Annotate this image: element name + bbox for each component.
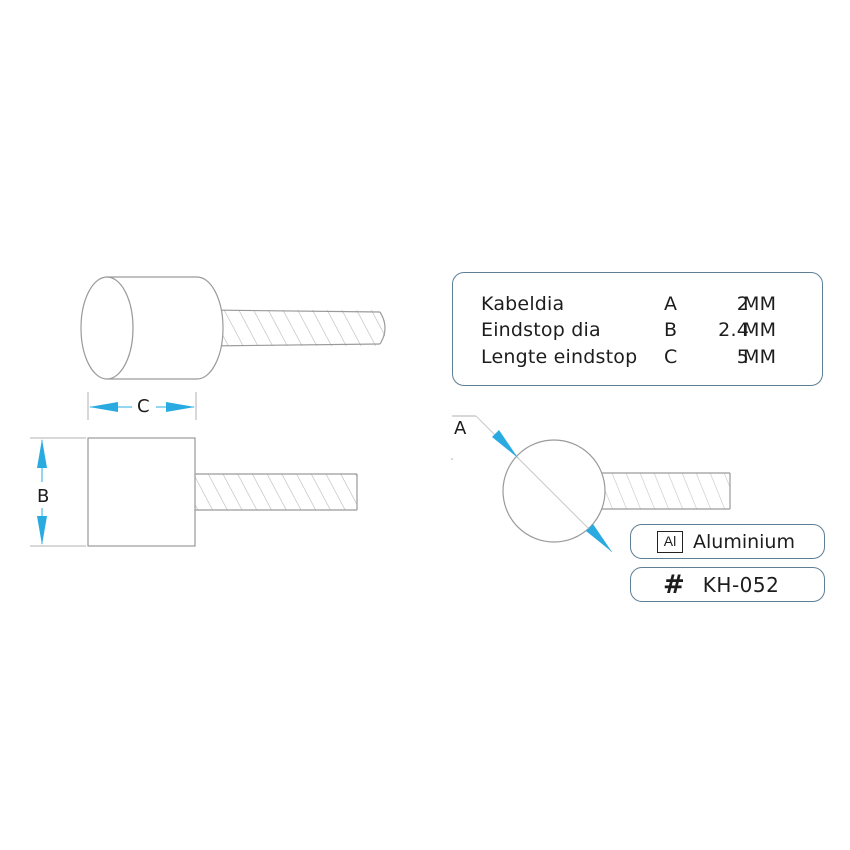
side-cable bbox=[195, 473, 358, 511]
arrow-b-top bbox=[37, 439, 47, 468]
dimension-a bbox=[451, 415, 613, 553]
spec-letter: C bbox=[664, 346, 678, 368]
spec-label: Lengte eindstop bbox=[481, 346, 638, 368]
dimension-label-a: A bbox=[454, 418, 467, 439]
spec-unit: MM bbox=[743, 293, 777, 315]
spec-row-kabeldia: Kabeldia A 2 MM bbox=[481, 293, 791, 319]
arrow-a-top bbox=[492, 430, 518, 458]
arrow-b-bottom bbox=[37, 516, 47, 545]
arrow-a-bottom bbox=[586, 524, 612, 552]
front-cable bbox=[600, 472, 731, 510]
spec-row-lengte-eindstop: Lengte eindstop C 5 MM bbox=[481, 346, 791, 372]
front-view bbox=[502, 439, 731, 543]
spec-label: Kabeldia bbox=[481, 293, 565, 315]
spec-unit: MM bbox=[743, 319, 777, 341]
side-view bbox=[87, 437, 358, 547]
side-block bbox=[87, 437, 196, 547]
dimension-c bbox=[87, 392, 197, 420]
arrow-c-right bbox=[166, 402, 195, 412]
top-cylinder bbox=[80, 276, 224, 380]
spec-letter: B bbox=[664, 319, 678, 341]
dimension-label-c: C bbox=[137, 396, 150, 417]
dimension-label-b: B bbox=[37, 486, 50, 507]
spec-unit: MM bbox=[743, 346, 777, 368]
arrow-c-left bbox=[89, 402, 118, 412]
spec-value: 2 bbox=[736, 293, 749, 315]
spec-value: 5 bbox=[736, 346, 749, 368]
spec-label: Eindstop dia bbox=[481, 319, 601, 341]
hash-icon: # bbox=[663, 569, 685, 600]
aluminium-element-icon: Al bbox=[657, 530, 683, 553]
product-code: KH-052 bbox=[702, 572, 780, 597]
top-cable bbox=[204, 309, 386, 347]
spec-value: 2.4 bbox=[718, 319, 749, 341]
material-badge: Al Aluminium bbox=[630, 524, 825, 559]
material-name: Aluminium bbox=[693, 530, 795, 553]
dimension-b bbox=[30, 437, 86, 547]
spec-table: Kabeldia A 2 MM Eindstop dia B 2.4 MM Le… bbox=[452, 272, 823, 386]
product-code-badge: # KH-052 bbox=[630, 567, 825, 602]
end-ball bbox=[502, 439, 606, 543]
spec-letter: A bbox=[664, 293, 678, 315]
top-view bbox=[80, 276, 386, 380]
spec-row-eindstop-dia: Eindstop dia B 2.4 MM bbox=[481, 319, 791, 345]
